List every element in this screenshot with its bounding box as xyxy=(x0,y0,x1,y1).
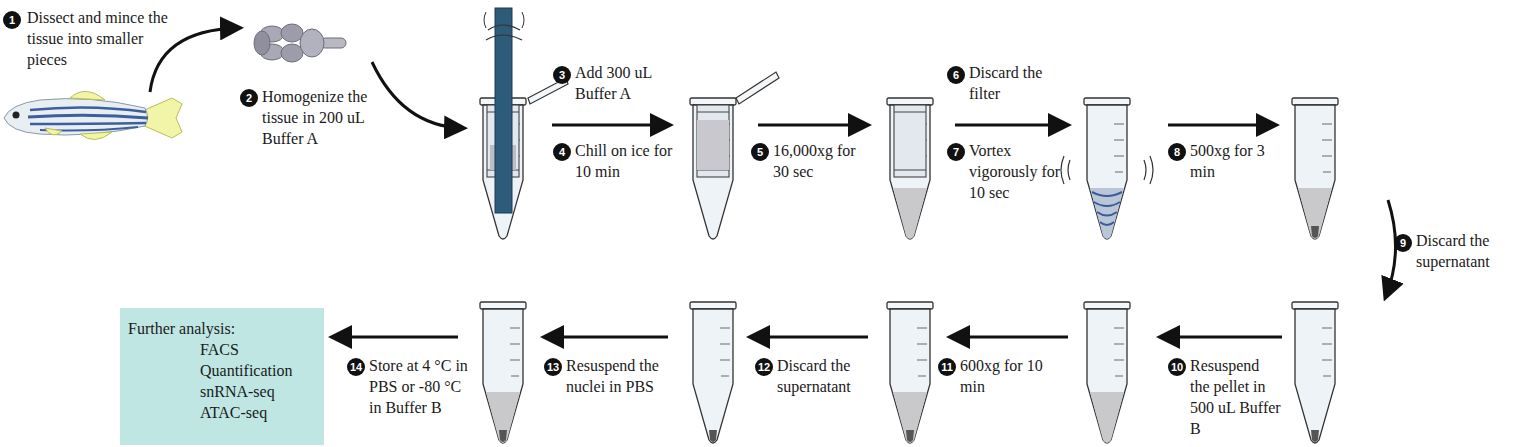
step-label: Discard the filter xyxy=(969,62,1069,104)
step-label: Vortex vigorously for 10 sec xyxy=(969,140,1069,203)
tube-pellet xyxy=(1292,98,1338,239)
analysis-item: ATAC-seq xyxy=(128,402,316,423)
callout-number: 12 xyxy=(755,358,773,376)
step-label: 16,000xg for 30 sec xyxy=(773,140,873,182)
brain xyxy=(254,24,346,62)
callout-number: 3 xyxy=(553,66,571,84)
step-number: 10 xyxy=(1171,361,1183,373)
callout-number: 10 xyxy=(1168,358,1186,376)
tube-spun xyxy=(887,98,933,239)
step-label: Store at 4 °C in PBS or -80 °C in Buffer… xyxy=(369,355,477,418)
step-label: Resuspend the nuclei in PBS xyxy=(566,355,666,397)
step-number: 3 xyxy=(559,69,565,81)
step-number: 4 xyxy=(559,146,565,158)
analysis-item: FACS xyxy=(128,339,316,360)
step-number: 2 xyxy=(246,92,252,104)
callout-number: 5 xyxy=(751,143,769,161)
step-label: Discard the supernatant xyxy=(777,355,877,397)
step-number: 5 xyxy=(757,146,763,158)
analysis-item: Quantification xyxy=(128,360,316,381)
box-heading: Further analysis: xyxy=(128,318,316,339)
step-label: Add 300 uL Buffer A xyxy=(575,62,685,104)
step-label: Chill on ice for 10 min xyxy=(575,140,685,182)
analysis-item: snRNA-seq xyxy=(128,381,316,402)
step-label: Resuspend the pellet in 500 uL Buffer B xyxy=(1190,355,1282,439)
step-number: 13 xyxy=(547,361,559,373)
callout-number: 2 xyxy=(240,89,258,107)
step-label: Dissect and mince the tissue into smalle… xyxy=(27,7,177,70)
step-number: 6 xyxy=(953,69,959,81)
callout-number: 4 xyxy=(553,143,571,161)
tube-with-filter xyxy=(690,72,779,239)
tube-vortex xyxy=(1061,98,1153,239)
callout-number: 6 xyxy=(947,66,965,84)
callout-number: 13 xyxy=(544,358,562,376)
process-arrow xyxy=(150,28,1396,337)
step-number: 14 xyxy=(350,361,362,373)
step-number: 8 xyxy=(1174,146,1180,158)
tube-bottom-row xyxy=(480,302,1338,443)
step-number: 9 xyxy=(1400,237,1406,249)
step-number: 1 xyxy=(9,14,15,26)
zebrafish xyxy=(4,91,182,139)
callout-number: 14 xyxy=(347,358,365,376)
step-number: 11 xyxy=(941,361,953,373)
result-box: Further analysis:FACSQuantificationsnRNA… xyxy=(120,308,324,445)
callout-number: 1 xyxy=(3,11,21,29)
step-number: 12 xyxy=(758,361,770,373)
callout-number: 7 xyxy=(947,143,965,161)
callout-number: 11 xyxy=(938,358,956,376)
callout-number: 9 xyxy=(1394,234,1412,252)
step-number: 7 xyxy=(953,146,959,158)
step-label: 500xg for 3 min xyxy=(1190,140,1280,182)
step-label: 600xg for 10 min xyxy=(960,355,1060,397)
callout-number: 8 xyxy=(1168,143,1186,161)
step-label: Homogenize the tissue in 200 uL Buffer A xyxy=(262,86,392,149)
step-label: Discard the supernatant xyxy=(1416,230,1516,272)
